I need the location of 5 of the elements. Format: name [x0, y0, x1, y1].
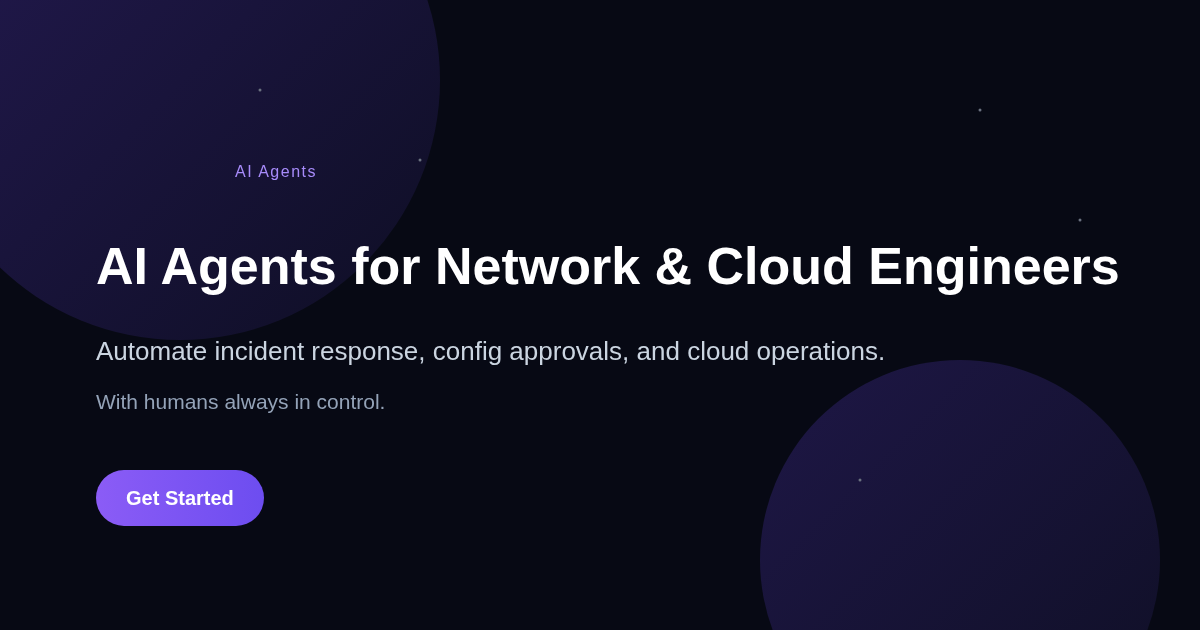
tagline: AI Agents	[235, 163, 317, 181]
subheadline: Automate incident response, config approvals, and cloud operations.	[96, 336, 886, 367]
get-started-button: Get Started	[96, 470, 264, 526]
supporting-text: With humans always in control.	[96, 390, 386, 414]
headline: AI Agents for Network & Cloud Engineers	[96, 236, 1120, 296]
